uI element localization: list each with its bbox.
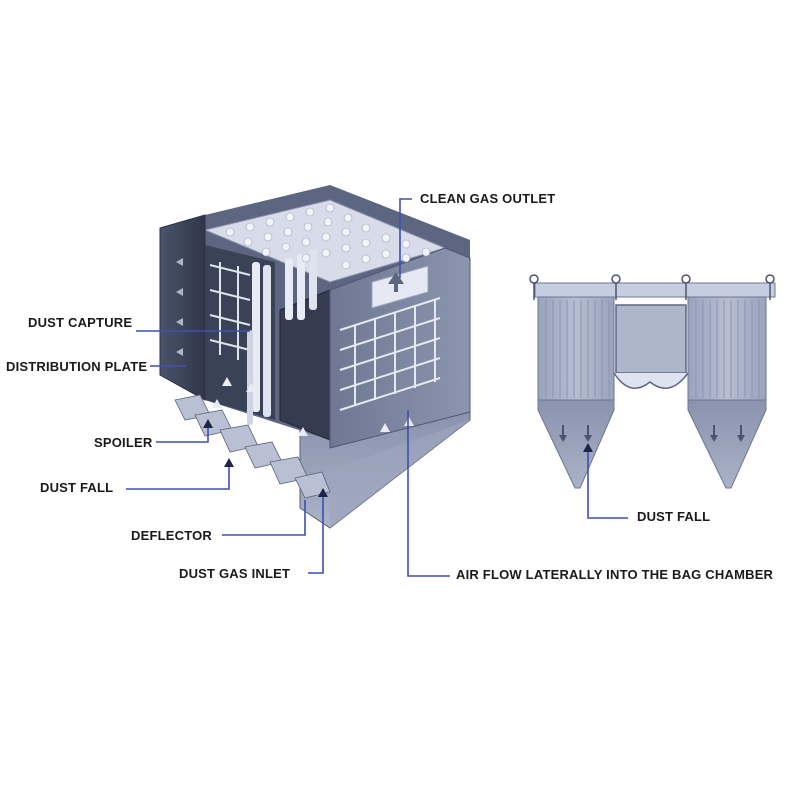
label-deflector: DEFLECTOR (131, 528, 212, 544)
bag-chamber-section (530, 275, 775, 488)
label-dust-gas-inlet: DUST GAS INLET (179, 566, 290, 582)
label-distribution-plate: DISTRIBUTION PLATE (6, 359, 147, 375)
label-clean-gas-outlet: CLEAN GAS OUTLET (420, 191, 555, 207)
left-hopper (538, 400, 614, 488)
leader-dust-fall-right (588, 452, 628, 518)
label-air-flow: AIR FLOW LATERALLY INTO THE BAG CHAMBER (456, 567, 773, 583)
leader-spoiler (156, 426, 208, 442)
label-dust-fall-left: DUST FALL (40, 480, 113, 496)
leader-deflector (222, 500, 305, 535)
arrow-up-icon (224, 458, 234, 467)
label-dust-capture: DUST CAPTURE (28, 315, 132, 331)
top-header-pipe (535, 283, 775, 297)
right-chamber-body (688, 297, 766, 400)
cutaway-collector (160, 185, 470, 528)
center-inlet-box (616, 305, 686, 373)
top-pipe-valves (530, 275, 774, 283)
center-deflector-curves (614, 373, 688, 388)
left-chamber-body (538, 297, 614, 400)
leader-dust-fall-left (126, 466, 229, 489)
collector-left-panel (160, 215, 205, 400)
label-dust-fall-right: DUST FALL (637, 509, 710, 525)
right-hopper (688, 400, 766, 488)
label-spoiler: SPOILER (94, 435, 152, 451)
